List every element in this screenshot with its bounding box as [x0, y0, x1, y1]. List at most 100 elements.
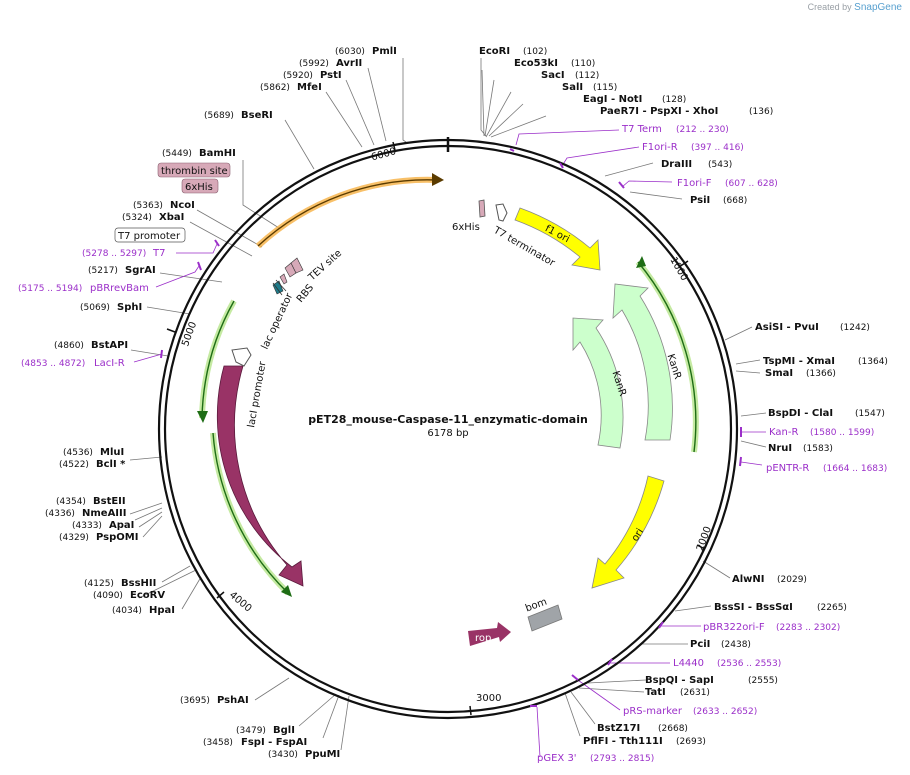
site-name: NcoI	[170, 200, 195, 211]
site-name: AsiSI - PvuI	[755, 322, 819, 333]
site-name: BspDI - ClaI	[768, 408, 833, 419]
site-pos: (668)	[723, 196, 747, 206]
site-name: AlwNI	[732, 574, 765, 585]
site-name: NmeAIII	[82, 508, 126, 519]
primer-name: F1ori-F	[677, 178, 712, 189]
site-name: Eco53kI	[514, 58, 558, 69]
site-pos: (2555)	[748, 676, 778, 686]
site-name: NruI	[768, 443, 792, 454]
plasmid-size: 6178 bp	[427, 428, 468, 439]
site-name: DraIII	[661, 159, 692, 170]
site-name: BstEII	[93, 496, 126, 507]
site-pos: (2668)	[658, 724, 688, 734]
site-pos: (102)	[523, 47, 547, 57]
feature-laci-label: lacI	[243, 473, 257, 492]
site-pos: (5992)	[299, 59, 329, 69]
site-name: AvrII	[336, 58, 362, 69]
site-name: MluI	[100, 447, 124, 458]
site-pos: (5217)	[88, 266, 118, 276]
tick-1000: 1000	[667, 255, 689, 283]
primer-leader-lines	[133, 129, 766, 758]
site-name: BclI *	[96, 459, 126, 470]
site-name: SgrAI	[125, 265, 156, 276]
primer-labels: (5278 .. 5297) T7 (5175 .. 5194) pBRrevB…	[18, 124, 887, 764]
site-pos: (6030)	[335, 47, 365, 57]
site-name: HpaI	[149, 605, 175, 616]
site-pos: (4860)	[54, 341, 84, 351]
feature-lac-operator-label: lac operator	[260, 291, 296, 351]
primer-pos: (397 .. 416)	[691, 143, 744, 153]
site-name: PaeR7I - PspXI - XhoI	[600, 106, 718, 117]
site-pos: (5920)	[283, 71, 313, 81]
site-name: PpuMI	[305, 749, 340, 760]
site-name: BspQI - SapI	[645, 675, 714, 686]
site-pos: (2029)	[777, 575, 807, 585]
site-pos: (2693)	[676, 737, 706, 747]
site-name: MfeI	[297, 82, 322, 93]
kanr-outer-arrow	[612, 283, 673, 441]
site-name: BglI	[273, 725, 295, 736]
site-pos: (112)	[575, 71, 599, 81]
site-pos: (1242)	[840, 323, 870, 333]
primer-name: pGEX 3'	[537, 753, 577, 764]
site-pos: (543)	[708, 160, 732, 170]
primer-pos: (4853 .. 4872)	[21, 359, 85, 369]
primer-pos: (2793 .. 2815)	[590, 754, 654, 764]
site-pos: (5689)	[204, 111, 234, 121]
site-name: BssHII	[121, 578, 156, 589]
primer-name: pRS-marker	[623, 706, 683, 717]
primer-name: T7	[152, 248, 165, 259]
site-pos: (4329)	[59, 533, 89, 543]
snapgene-logo-text: SnapGene	[854, 2, 902, 13]
primer-pos: (5175 .. 5194)	[18, 284, 82, 294]
site-pos: (1583)	[803, 444, 833, 454]
snapgene-credit: Created by SnapGene	[808, 2, 902, 13]
site-pos: (2265)	[817, 603, 847, 613]
plasmid-title: pET28_mouse-Caspase-11_enzymatic-domain …	[308, 413, 588, 439]
site-pos: (5449)	[162, 149, 192, 159]
primer-pos: (5278 .. 5297)	[82, 249, 146, 259]
primer-name: LacI-R	[94, 358, 125, 369]
site-pos: (1366)	[806, 369, 836, 379]
site-pos: (2438)	[721, 640, 751, 650]
site-pos: (4522)	[59, 460, 89, 470]
site-name: TatI	[645, 687, 666, 698]
site-name: TspMI - XmaI	[763, 356, 835, 367]
site-name: EcoRI	[479, 46, 510, 57]
primer-pos: (607 .. 628)	[725, 179, 778, 189]
feature-rop-label: rop	[475, 633, 491, 644]
site-name: EcoRV	[130, 590, 165, 601]
site-name: BstZ17I	[597, 723, 640, 734]
primer-pos: (1664 .. 1683)	[823, 464, 887, 474]
site-name: BstAPI	[91, 340, 128, 351]
feature-tev-site-label: TEV site	[306, 248, 344, 284]
primer-pos: (2633 .. 2652)	[693, 707, 757, 717]
site-pos: (1547)	[855, 409, 885, 419]
thrombin-site-label: thrombin site	[161, 166, 228, 177]
site-name: SalI	[562, 82, 583, 93]
feature-rbs-label: RBS	[295, 283, 316, 305]
site-name: PshAI	[217, 695, 249, 706]
site-name: BseRI	[241, 110, 273, 121]
site-pos: (4536)	[63, 448, 93, 458]
site-name: PmlI	[372, 46, 397, 57]
site-name: BssSI - BssSαI	[714, 602, 793, 613]
primer-name: pENTR-R	[766, 463, 809, 474]
f1-ori-arrow	[514, 207, 601, 271]
bom-box	[527, 604, 563, 632]
primer-pos: (2283 .. 2302)	[776, 623, 840, 633]
site-pos: (110)	[571, 59, 595, 69]
site-pos: (4333)	[72, 521, 102, 531]
site-pos: (3458)	[203, 738, 233, 748]
primer-name: pBR322ori-F	[703, 622, 765, 633]
laci-arrow	[216, 365, 304, 587]
site-leader-lines	[129, 58, 767, 751]
feature-laci-promoter-label: lacI promoter	[246, 360, 269, 429]
site-name: PspOMI	[96, 532, 138, 543]
his6-mark	[478, 199, 486, 218]
restriction-site-labels: (6030) PmlI (5992) AvrII (5920) PstI (58…	[45, 46, 888, 760]
site-pos: (3430)	[268, 750, 298, 760]
site-pos: (4125)	[84, 579, 114, 589]
primer-name: pBRrevBam	[90, 283, 149, 294]
